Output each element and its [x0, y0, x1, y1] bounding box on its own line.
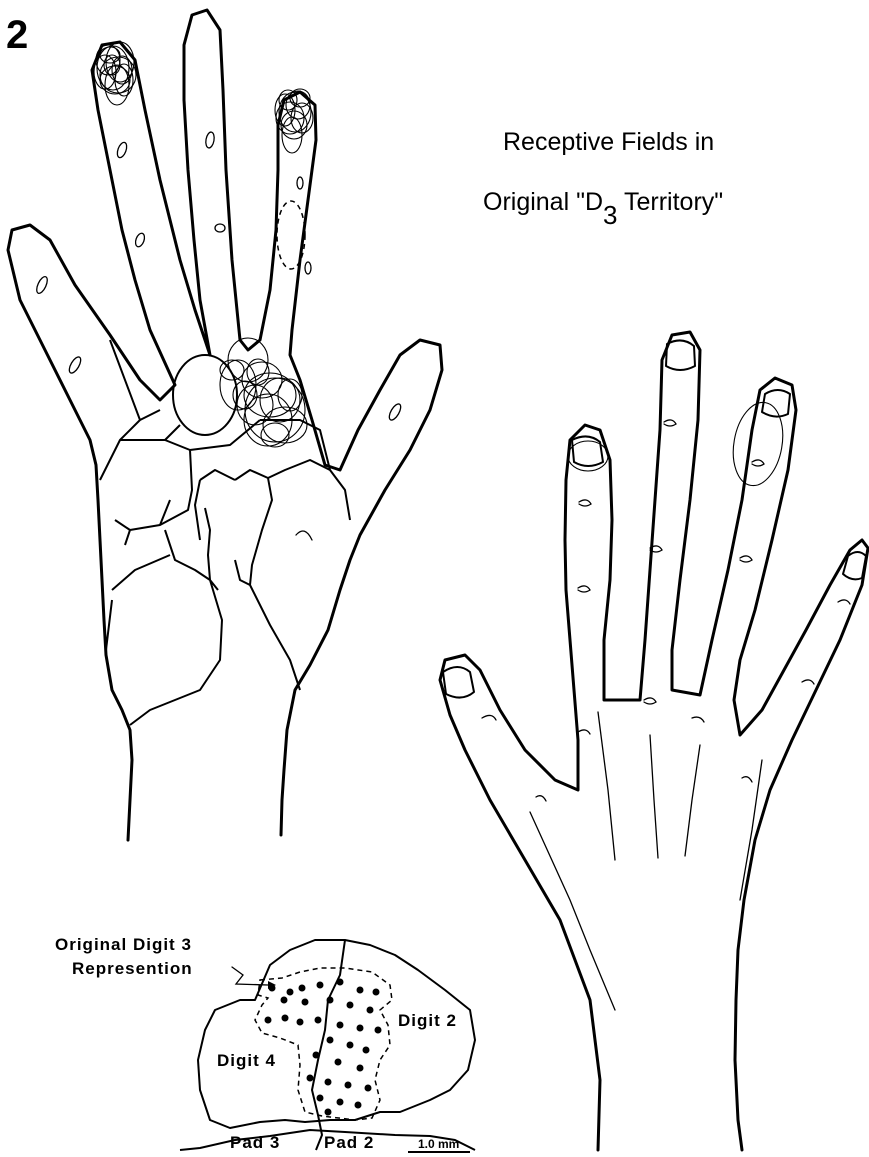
title-line-2: Original "D3 Territory" [483, 188, 723, 230]
palm-hand-drawing [8, 10, 442, 840]
palm-pad-creases [100, 340, 350, 725]
title-line-1: Receptive Fields in [503, 128, 714, 156]
callout-label-line-2: Represention [72, 959, 193, 978]
figure-number: 2 [6, 13, 28, 57]
recording-sites [265, 979, 382, 1116]
rf-dorsal-ring-finger [727, 398, 789, 489]
original-d3-territory [255, 968, 392, 1120]
dorsal-finger-creases [482, 420, 850, 801]
dorsal-hand-drawing [440, 332, 868, 1150]
rf-cluster-palm [220, 338, 307, 447]
figure-title: Receptive Fields in Original "D3 Territo… [483, 128, 723, 230]
region-label-digit-4: Digit 4 [217, 1051, 276, 1070]
region-label-pad-3: Pad 3 [230, 1133, 280, 1152]
region-label-pad-2: Pad 2 [324, 1133, 374, 1152]
digit-boundary-line [312, 940, 345, 1150]
palm-finger-creases [35, 131, 403, 540]
rf-cluster-ring-tip [275, 89, 313, 153]
cortex-outline [180, 940, 475, 1150]
dorsal-tendons [530, 712, 762, 1010]
callout-label-line-1: Original Digit 3 [55, 935, 192, 954]
scale-bar-label: 1.0 mm [418, 1137, 459, 1151]
dorsal-hand-outline [440, 332, 868, 1150]
region-label-digit-2: Digit 2 [398, 1011, 457, 1030]
palm-thenar-pad [173, 355, 237, 435]
cortex-map: Original Digit 3 Represention Digit 4 Di… [55, 935, 475, 1152]
